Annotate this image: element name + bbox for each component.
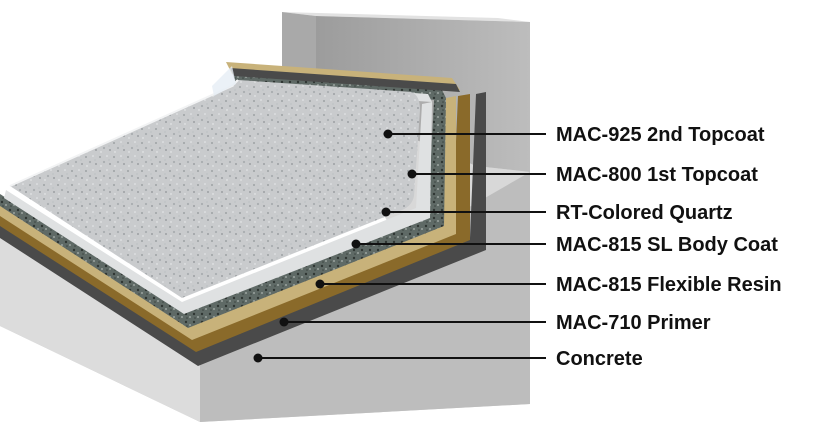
label-colored-quartz: RT-Colored Quartz [556, 202, 733, 224]
upturn-edge [226, 62, 460, 92]
label-sl-body-coat: MAC-815 SL Body Coat [556, 234, 778, 256]
label-flexible-resin: MAC-815 Flexible Resin [556, 274, 782, 296]
leader-2 [407, 169, 546, 179]
flexible-resin-layer [0, 94, 470, 352]
label-concrete: Concrete [556, 348, 643, 370]
leader-7 [253, 353, 546, 363]
primer-layer [0, 92, 486, 366]
layer-labels: MAC-925 2nd Topcoat MAC-800 1st Topcoat … [556, 124, 782, 370]
leader-4 [351, 239, 546, 249]
label-primer: MAC-710 Primer [556, 312, 711, 334]
cove-highlight [212, 66, 236, 96]
label-first-topcoat: MAC-800 1st Topcoat [556, 164, 758, 186]
leader-6 [279, 317, 546, 327]
leader-lines [253, 129, 546, 363]
leader-5 [315, 279, 546, 289]
label-second-topcoat: MAC-925 2nd Topcoat [556, 124, 765, 146]
leader-1 [383, 129, 546, 139]
leader-3 [381, 207, 546, 217]
